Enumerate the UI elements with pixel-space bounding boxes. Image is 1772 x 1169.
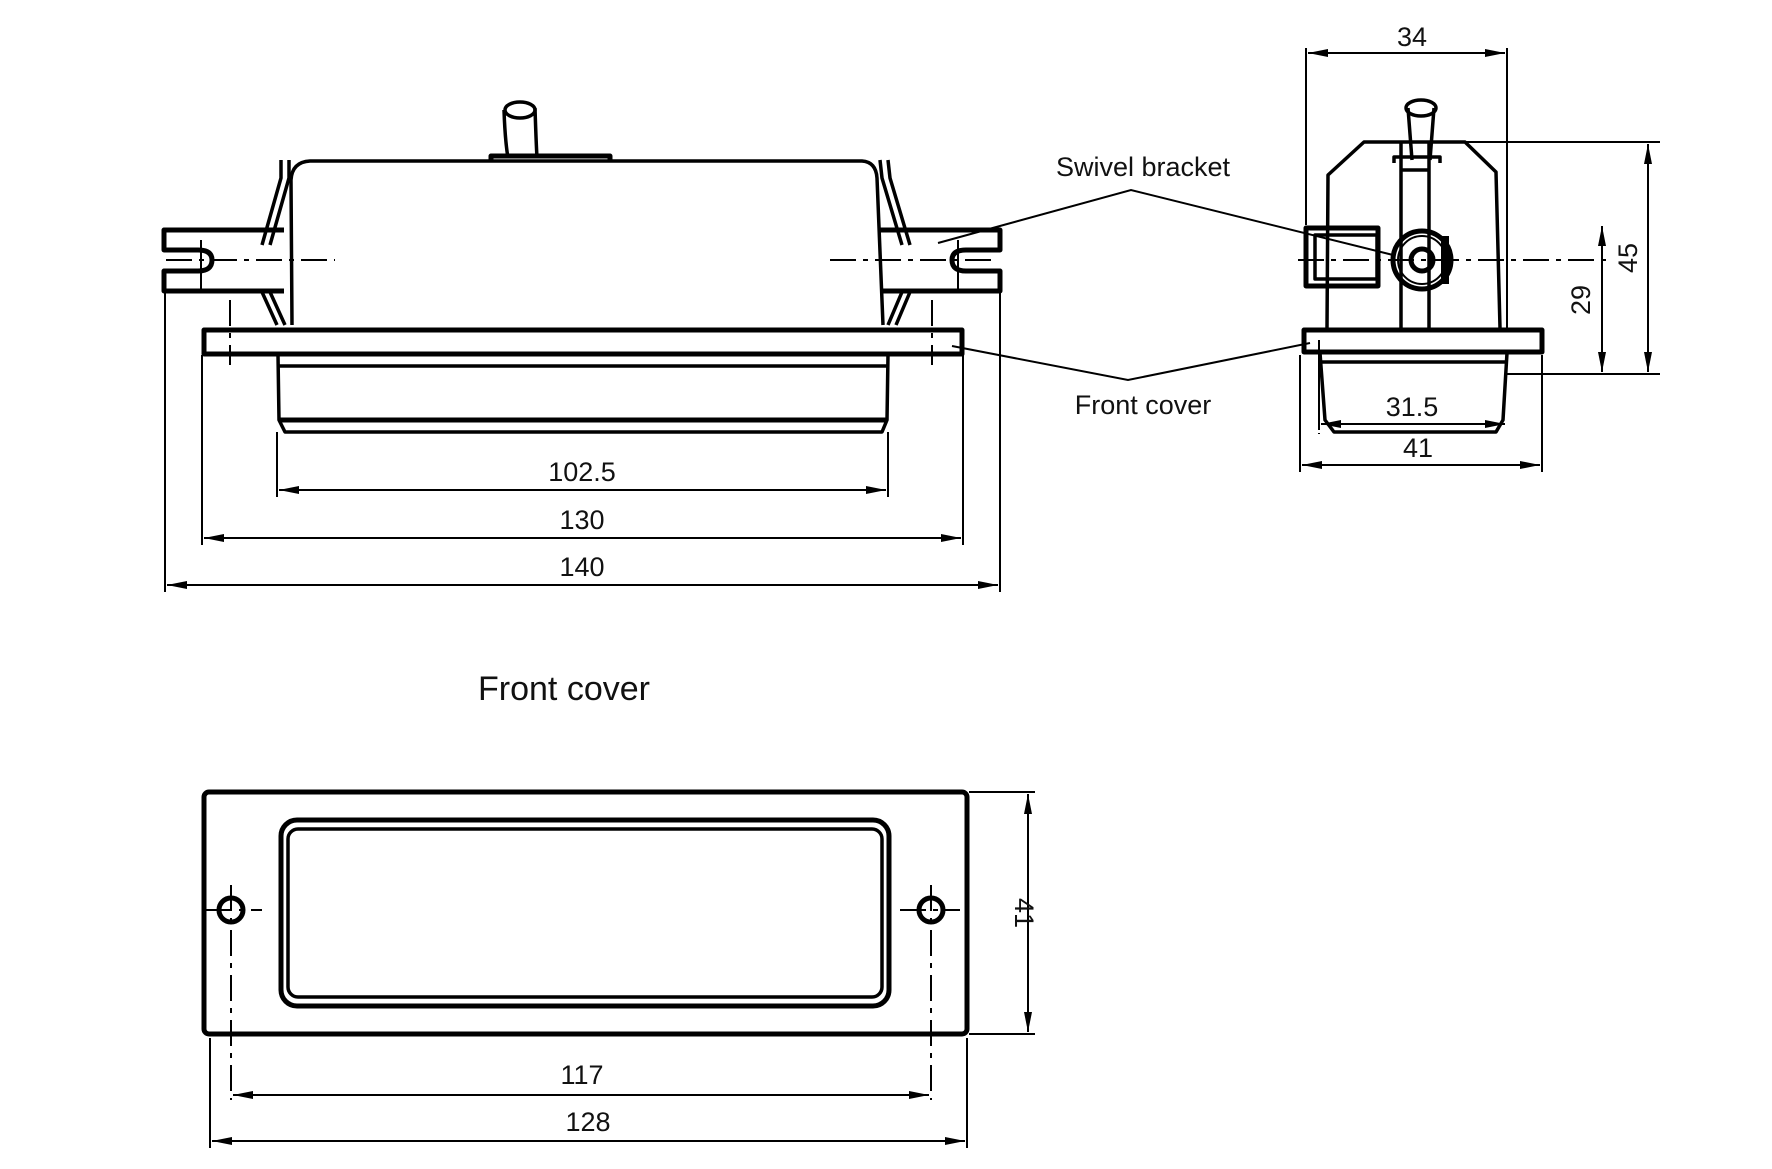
hood-body [289,159,885,326]
side-view-dimensions: 34 45 29 31.5 41 [1299,22,1660,472]
side-housing [1325,140,1502,329]
cable [488,100,613,160]
front-cover-view: Front cover [201,670,970,1100]
front-cover-title: Front cover [478,670,650,708]
dim-117: 117 [560,1060,603,1090]
dim-102-5: 102.5 [548,457,616,487]
front-cover-window-inner [286,827,884,999]
dim-140: 140 [559,552,604,582]
front-cover-window-outer [278,817,892,1009]
side-view [1298,98,1612,434]
dim-34: 34 [1397,22,1427,52]
front-view-dimensions: 102.5 130 140 [164,293,1001,592]
dim-130: 130 [559,505,604,535]
front-cover-label: Front cover [1075,390,1212,420]
dim-31-5: 31.5 [1386,392,1439,422]
front-cover-outline [201,789,970,1037]
dim-41-cover: 41 [1009,898,1039,928]
front-cover-dimensions: 41 117 128 [209,791,1039,1148]
right-swivel-bracket [880,227,1003,294]
dim-45: 45 [1613,243,1643,273]
swivel-bracket-label: Swivel bracket [1056,152,1231,182]
bottom-shell [276,354,890,434]
dim-128: 128 [565,1107,610,1137]
dim-29: 29 [1566,285,1596,315]
front-view [161,100,1003,434]
dim-41-side: 41 [1403,433,1433,463]
front-plate [201,327,965,357]
